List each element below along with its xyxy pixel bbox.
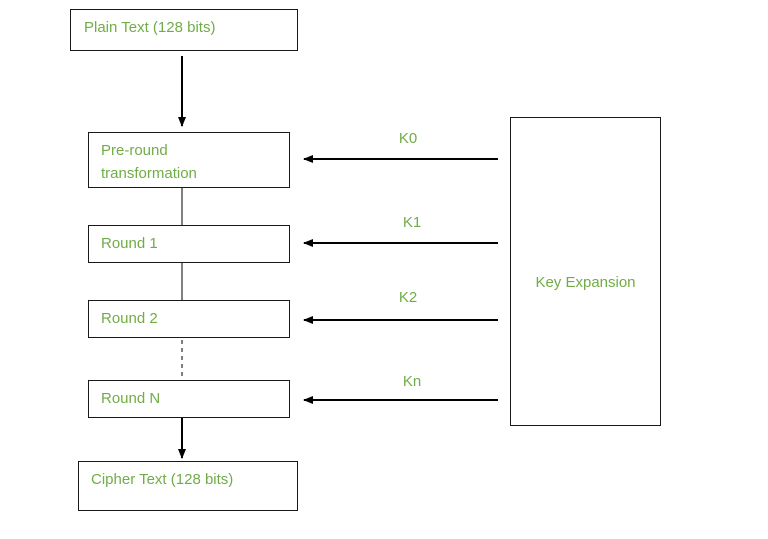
key-expansion-box [510,117,661,426]
k0-label: K0 [398,130,418,147]
ciphertext-label: Cipher Text (128 bits) [91,471,234,488]
preround-box [88,132,290,188]
plaintext-label: Plain Text (128 bits) [84,19,216,36]
key-expansion-label: Key Expansion [535,274,636,291]
preround-label: Pre-round transformation [101,142,197,182]
roundn-label: Round N [101,390,161,407]
k2-label: K2 [398,289,418,306]
plaintext-box [70,9,298,51]
round2-label: Round 2 [101,310,158,327]
round1-box [88,225,290,263]
roundn-box [88,380,290,418]
k1-label: K1 [402,214,422,231]
round1-label: Round 1 [101,235,158,252]
ciphertext-box [78,461,298,511]
kn-label: Kn [402,373,422,390]
round2-box [88,300,290,338]
